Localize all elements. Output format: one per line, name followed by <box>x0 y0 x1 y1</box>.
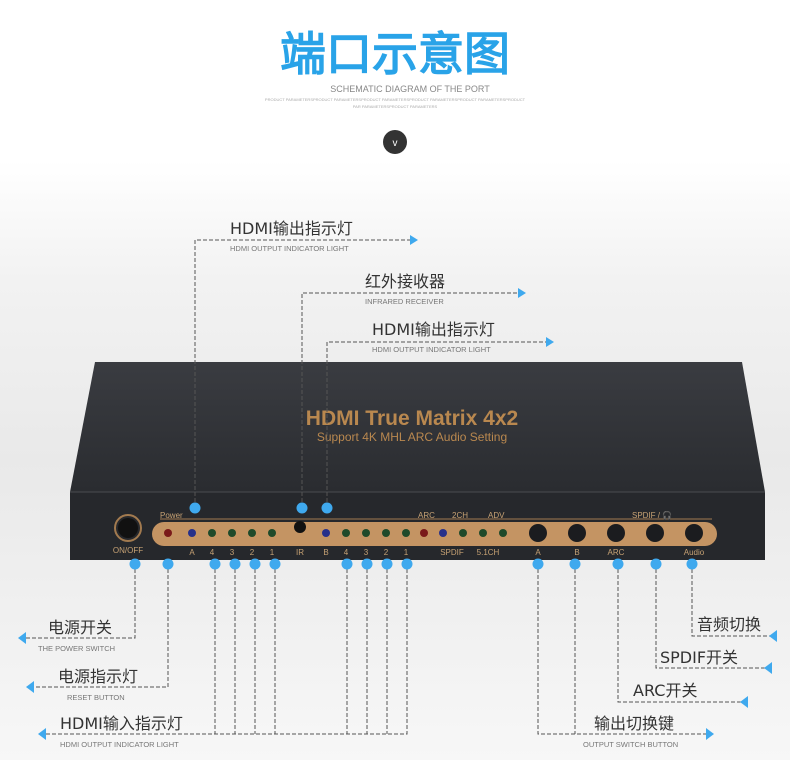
callout-hdmi-input: HDMI输入指示灯 <box>60 714 183 733</box>
callout-marker <box>686 558 698 570</box>
indicator-led <box>188 529 196 537</box>
callout-marker <box>612 558 624 570</box>
callout-marker <box>269 558 281 570</box>
panel-label-arc: ARC <box>418 511 435 520</box>
callout-marker <box>361 558 373 570</box>
callout-marker <box>209 558 221 570</box>
indicator-led <box>420 529 428 537</box>
indicator-led <box>479 529 487 537</box>
indicator-led <box>362 529 370 537</box>
callout-hdmi-output-a-sub: HDMI OUTPUT INDICATOR LIGHT <box>230 244 349 253</box>
callout-marker <box>321 502 333 514</box>
callout-power-switch: 电源开关 <box>48 618 112 637</box>
indicator-led <box>382 529 390 537</box>
panel-label: B <box>574 548 579 557</box>
scroll-down-button[interactable]: v <box>383 130 407 154</box>
panel-label: 4 <box>210 548 215 557</box>
callout-marker <box>296 502 308 514</box>
callout-marker <box>532 558 544 570</box>
callout-power-led: 电源指示灯 <box>58 667 138 686</box>
ir-receiver <box>294 521 306 533</box>
panel-label: 2 <box>250 548 255 557</box>
panel-button[interactable] <box>646 524 664 542</box>
callout-marker <box>129 558 141 570</box>
callout-marker <box>162 558 174 570</box>
panel-label: 5.1CH <box>477 548 500 557</box>
callout-marker <box>249 558 261 570</box>
panel-label: 4 <box>344 548 349 557</box>
panel-label: 1 <box>404 548 409 557</box>
panel-label-adv: ADV <box>488 511 505 520</box>
device-brand: HDMI True Matrix 4x2 <box>306 407 518 430</box>
callout-marker <box>341 558 353 570</box>
arrow-icons <box>18 235 777 740</box>
panel-label: 2 <box>384 548 389 557</box>
callout-hdmi-output-b: HDMI输出指示灯 <box>372 320 495 339</box>
callout-marker <box>229 558 241 570</box>
panel-label: A <box>189 548 195 557</box>
panel-button[interactable] <box>568 524 586 542</box>
fine-print: PAR PARAMETERSPRODUCT PARAMETERS <box>353 104 438 109</box>
panel-label-spdif: SPDIF / 🎧 <box>632 510 672 520</box>
panel-button[interactable] <box>529 524 547 542</box>
indicator-led <box>342 529 350 537</box>
page-subtitle: SCHEMATIC DIAGRAM OF THE PORT <box>330 84 490 94</box>
panel-label: A <box>535 548 541 557</box>
callout-output-switch-sub: OUTPUT SWITCH BUTTON <box>583 740 678 749</box>
indicator-led <box>268 529 276 537</box>
panel-label: IR <box>296 548 304 557</box>
panel-button[interactable] <box>685 524 703 542</box>
fine-print: PRODUCT PARAMETERSPRODUCT PARAMETERSPROD… <box>265 97 526 102</box>
callout-hdmi-input-sub: HDMI OUTPUT INDICATOR LIGHT <box>60 740 179 749</box>
callout-ir-sub: INFRARED RECEIVER <box>365 297 444 306</box>
callout-marker <box>650 558 662 570</box>
callout-marker <box>189 502 201 514</box>
device-tagline: Support 4K MHL ARC Audio Setting <box>317 430 507 444</box>
panel-label-power: Power <box>160 511 183 520</box>
page-title: 端口示意图 <box>280 27 510 81</box>
callout-marker <box>569 558 581 570</box>
callout-marker <box>381 558 393 570</box>
chevron-down-icon: v <box>393 138 398 149</box>
panel-label: 3 <box>364 548 369 557</box>
callout-markers <box>129 502 698 570</box>
panel-label: SPDIF <box>440 548 464 557</box>
indicator-led <box>402 529 410 537</box>
indicator-led <box>164 529 172 537</box>
panel-label: 1 <box>270 548 275 557</box>
callout-arc: ARC开关 <box>633 681 697 700</box>
callout-output-switch: 输出切换键 <box>594 714 674 733</box>
callout-power-switch-sub: THE POWER SWITCH <box>38 644 115 653</box>
callout-audio: 音频切换 <box>697 615 761 634</box>
callout-power-led-sub: RESET BUTTON <box>67 693 125 702</box>
hdmi-matrix-device: HDMI True Matrix 4x2 Support 4K MHL ARC … <box>70 362 765 560</box>
indicator-led <box>499 529 507 537</box>
power-switch[interactable] <box>118 518 138 538</box>
panel-label: B <box>323 548 328 557</box>
callout-ir: 红外接收器 <box>365 272 445 291</box>
panel-label: Audio <box>684 548 705 557</box>
panel-label-2ch: 2CH <box>452 511 468 520</box>
panel-label: ARC <box>608 548 625 557</box>
callout-lines <box>24 239 775 735</box>
callout-marker <box>401 558 413 570</box>
power-switch-label: ON/OFF <box>113 546 143 555</box>
indicator-led <box>248 529 256 537</box>
indicator-led <box>439 529 447 537</box>
indicator-led <box>459 529 467 537</box>
callout-spdif: SPDIF开关 <box>660 648 738 667</box>
callout-hdmi-output-b-sub: HDMI OUTPUT INDICATOR LIGHT <box>372 345 491 354</box>
panel-label: 3 <box>230 548 235 557</box>
indicator-led <box>228 529 236 537</box>
indicator-led <box>322 529 330 537</box>
callout-hdmi-output-a: HDMI输出指示灯 <box>230 219 353 238</box>
indicator-led <box>208 529 216 537</box>
panel-button[interactable] <box>607 524 625 542</box>
